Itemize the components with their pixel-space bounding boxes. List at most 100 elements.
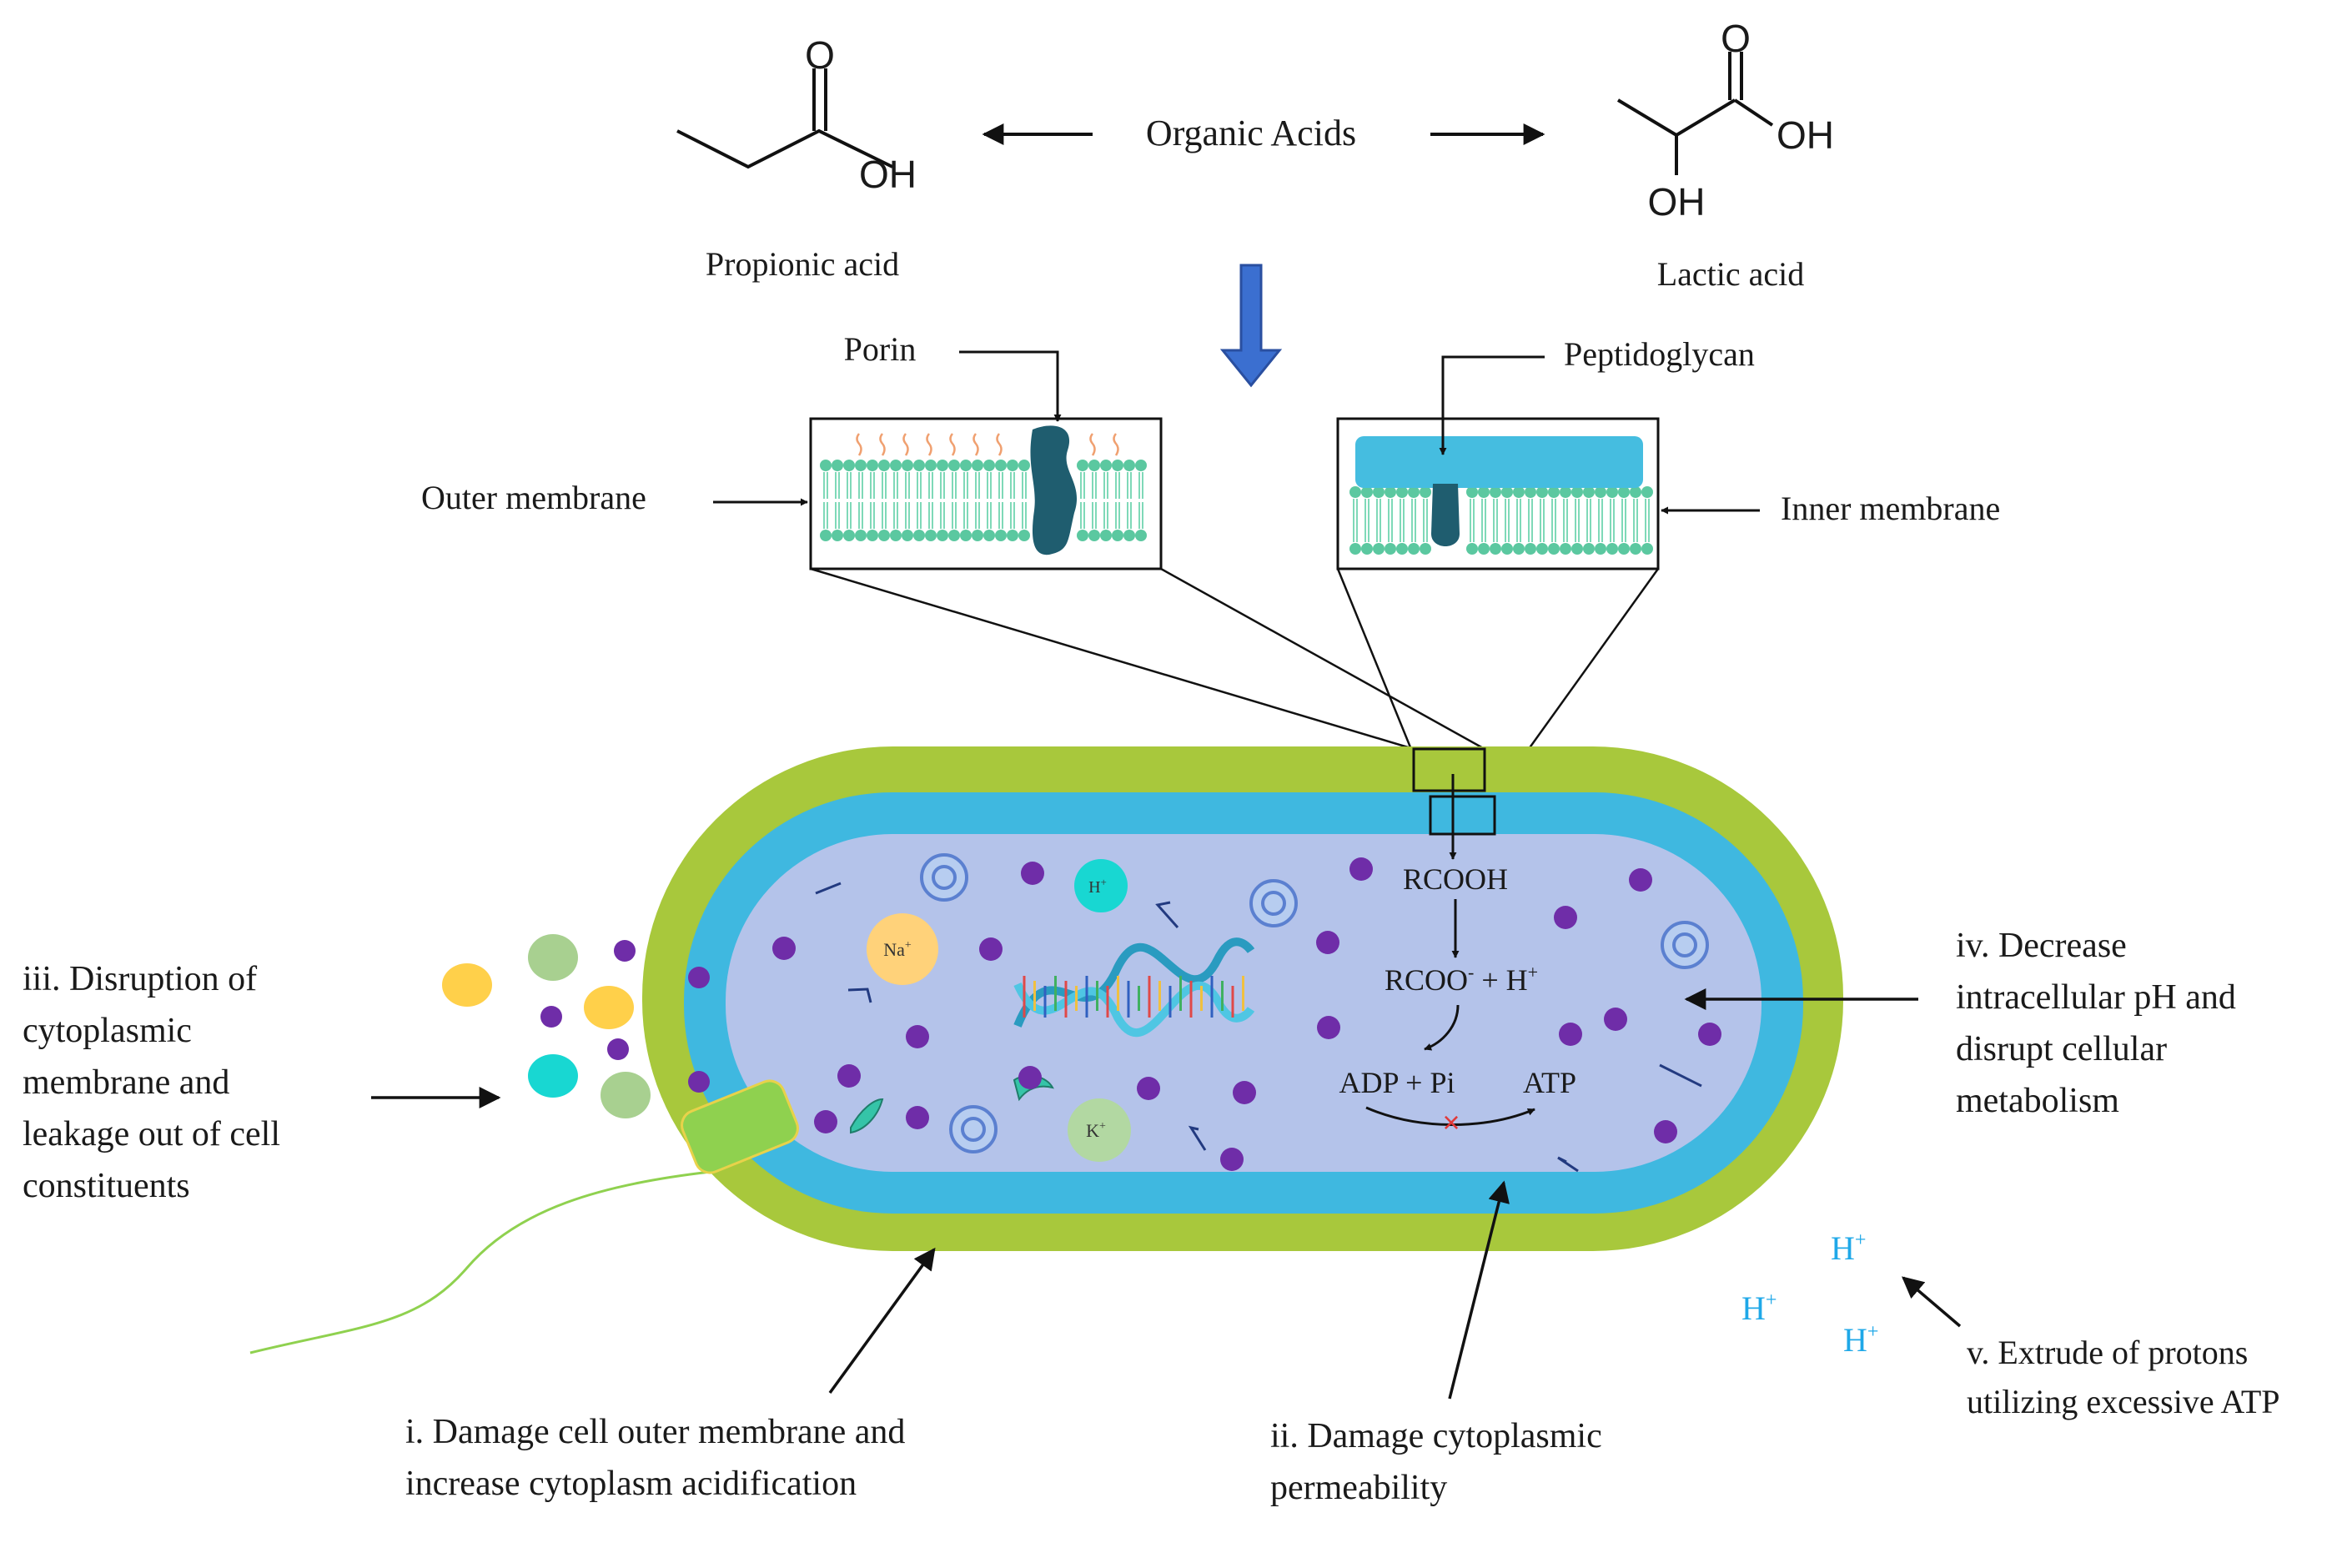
outer-lipid-head [843,460,855,471]
protein-fragment [1155,901,1179,928]
cytoplasm-molecule [979,937,1003,961]
membrane-channel [681,1079,799,1174]
inner-lipid-head [1536,543,1548,555]
outer-lipid-head [878,530,890,541]
outer-lipid-head [1135,460,1147,471]
inner-lipid-head [1478,486,1490,498]
mechanism-ii-arrow [1448,1180,1510,1400]
mechanism-iv-text: iv. Decrease intracellular pH and disrup… [1956,927,2244,1120]
outer-membrane-inset [809,417,1163,570]
vesicle [1661,921,1709,969]
cytoplasm-molecule [837,1064,861,1088]
outer-lipid-head [960,530,972,541]
outer-lipid-head [1123,530,1135,541]
lactic-oh-label: OH [1777,113,1834,157]
leaked-molecule [688,967,710,988]
mechanism-iii: iii. Disruption of cytoplasmic membrane … [23,960,501,1205]
inner-lipid-head [1385,543,1396,555]
inner-lipid-head [1548,486,1560,498]
leaked-constituent [442,963,492,1007]
outer-lipid-head [960,460,972,471]
cytoplasm-molecule [1220,1148,1244,1171]
outer-lipid-head [1135,530,1147,541]
inner-lipid-head [1373,486,1385,498]
outer-lipid-head [890,460,902,471]
lps-chain [1113,433,1119,456]
inner-lipid-head [1373,543,1385,555]
outer-lipid-head [948,530,960,541]
inner-membrane-inset [1336,417,1660,570]
outer-lipid-head [1018,530,1030,541]
inner-lipid-head [1361,543,1373,555]
inner-lipid-head [1513,543,1525,555]
inner-lipid-head [1466,486,1478,498]
cell-fragment [850,1098,884,1134]
mechanism-iv: iv. Decrease intracellular pH and disrup… [1684,927,2244,1120]
cytoplasm-molecule [814,1110,837,1133]
inner-lipid-head [1349,486,1361,498]
extruded-protons: H+H+H+ [1741,1229,1878,1359]
proton-release-arrow [1424,1004,1460,1051]
atp-synthesis-arrow [1365,1106,1535,1126]
inner-lipid-head [1606,543,1618,555]
organic-acids-title: Organic Acids [1146,113,1356,153]
inner-lipid-head [1583,486,1595,498]
outer-lipid-head [925,530,937,541]
outer-lipid-head [832,530,843,541]
mechanism-iii-text: iii. Disruption of cytoplasmic membrane … [23,960,289,1205]
inner-lipid-head [1408,543,1420,555]
inner-lipid-head [1606,486,1618,498]
inner-lipid-head [1490,486,1501,498]
zoom-line-outer-right [1160,567,1485,751]
outer-lipid-head [937,460,948,471]
h-ion-in-cell: H+ [1074,859,1128,912]
outer-lipid-head [1077,530,1088,541]
porin-protein [1030,425,1078,555]
outer-lipid-head [972,460,983,471]
flagellum [249,1170,711,1354]
propionic-acid-label: Propionic acid [706,245,899,283]
leaked-constituents [442,934,710,1118]
mechanism-v-arrow [1902,1276,1962,1328]
lactic-o-label: O [1721,17,1751,60]
cytoplasm-molecule [1698,1023,1721,1046]
cytoplasm-molecule [1349,857,1373,881]
inner-lipid-head [1583,543,1595,555]
outer-lipid-head [1112,530,1123,541]
outer-lipid-head [867,530,878,541]
cytoplasm-molecule [1629,868,1652,892]
inner-lipid-head [1595,486,1606,498]
cytoplasm-molecule [1654,1120,1677,1143]
leaked-constituent [601,1072,651,1118]
inner-membrane-label: Inner membrane [1781,490,2000,527]
outer-membrane-zoom-box [1412,747,1486,792]
outer-lipid-head [1088,460,1100,471]
outer-membrane-label: Outer membrane [421,479,646,516]
zoom-line-outer-left [810,567,1415,751]
cell-contents: H+ Na+ K+ RCOOH RCOO- + H+ ADP + Pi ATP … [772,774,1721,1173]
outer-lipid-head [855,460,867,471]
extruded-proton: H+ [1741,1289,1777,1327]
porin-label: Porin [844,330,917,368]
outer-lipid-head [913,460,925,471]
outer-lipid-head [1100,530,1112,541]
outer-lipid-head [925,460,937,471]
lps-chain [926,433,932,456]
bacterial-cell [249,746,1843,1354]
inner-lipid-head [1501,543,1513,555]
mechanism-ii-text: ii. Damage cytoplasmic permeability [1270,1417,1611,1507]
outer-lipid-head [820,460,832,471]
cytoplasm-molecule [1018,1066,1042,1089]
inner-lipid-head [1536,486,1548,498]
inner-lipid-head [1396,543,1408,555]
svg-text:Na+: Na+ [883,939,912,960]
outer-lipid-head [983,530,995,541]
outer-lipid-head [913,530,925,541]
outer-lipid-head [820,530,832,541]
protein-fragment [815,882,842,895]
inner-lipid-head [1420,486,1431,498]
lps-chain [949,433,956,456]
propionic-acid-structure: O OH [676,33,917,196]
inner-lipid-head [1361,486,1373,498]
